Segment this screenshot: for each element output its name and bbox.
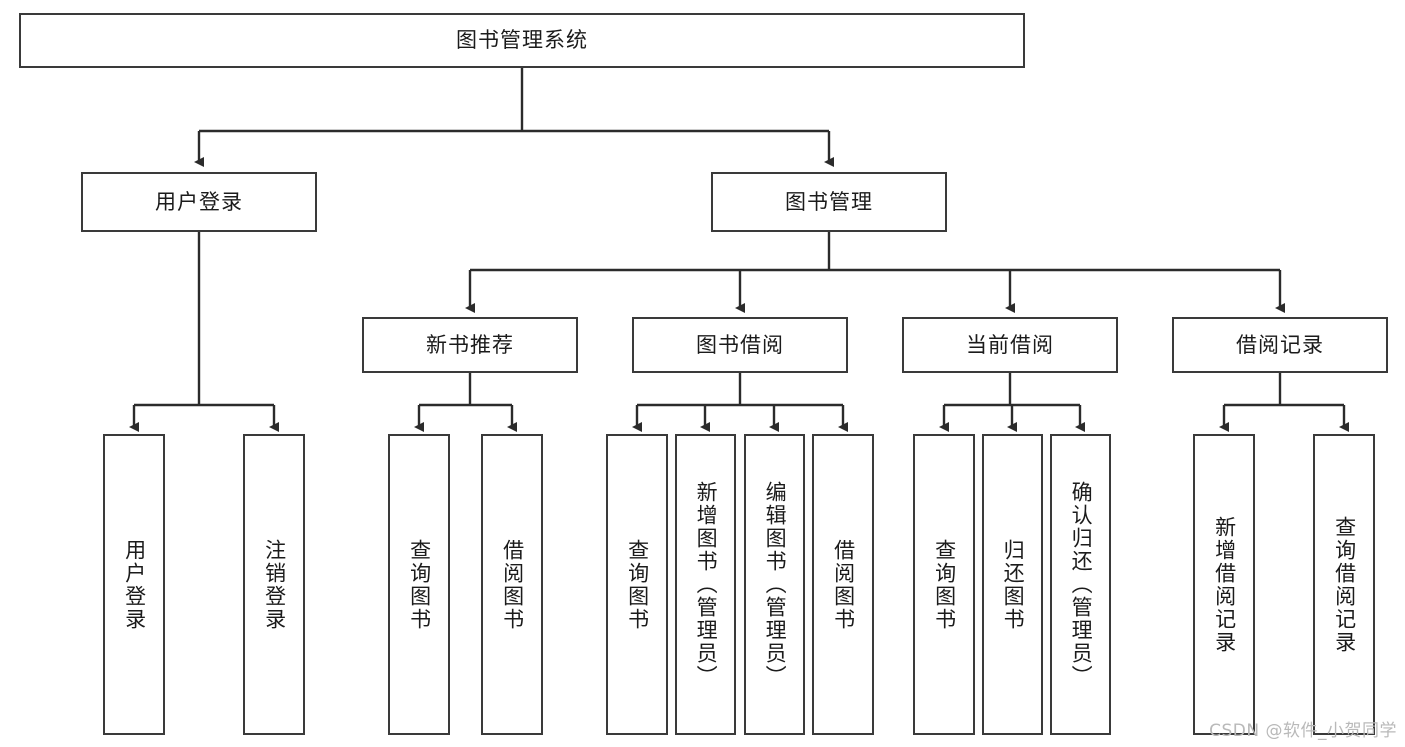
node-label: 查询图书	[407, 538, 432, 631]
node-label: 确认归还（管理员）	[1069, 481, 1094, 688]
node-user-login[interactable]: 用户登录	[81, 172, 317, 232]
leaf-current-confirm-return[interactable]: 确认归还（管理员）	[1050, 434, 1111, 735]
node-label: 借阅图书	[831, 538, 856, 631]
node-label: 用户登录	[122, 538, 147, 631]
leaf-current-return-book[interactable]: 归还图书	[982, 434, 1043, 735]
leaf-user-login-logout[interactable]: 注销登录	[243, 434, 305, 735]
node-label: 查询图书	[932, 538, 957, 631]
node-label: 借阅图书	[500, 538, 525, 631]
csdn-watermark: CSDN @软件_小贺同学	[1209, 721, 1397, 741]
node-label: 编辑图书（管理员）	[763, 481, 788, 688]
node-label: 新增图书（管理员）	[694, 481, 719, 688]
node-label: 图书管理	[785, 189, 873, 214]
leaf-user-login-login[interactable]: 用户登录	[103, 434, 165, 735]
node-label: 查询图书	[625, 538, 650, 631]
leaf-borrow-query-book[interactable]: 查询图书	[606, 434, 668, 735]
node-label: 用户登录	[155, 189, 243, 214]
leaf-current-query-book[interactable]: 查询图书	[913, 434, 975, 735]
node-label: 图书管理系统	[456, 28, 588, 53]
node-new-book-recommend[interactable]: 新书推荐	[362, 317, 578, 373]
leaf-borrow-add-book[interactable]: 新增图书（管理员）	[675, 434, 736, 735]
leaf-borrow-borrow-book[interactable]: 借阅图书	[812, 434, 874, 735]
node-label: 注销登录	[262, 538, 287, 631]
node-label: 借阅记录	[1236, 332, 1324, 357]
leaf-record-add-record[interactable]: 新增借阅记录	[1193, 434, 1255, 735]
node-label: 当前借阅	[966, 332, 1054, 357]
node-root-system[interactable]: 图书管理系统	[19, 13, 1025, 68]
node-borrow-record[interactable]: 借阅记录	[1172, 317, 1388, 373]
node-label: 新增借阅记录	[1212, 515, 1237, 654]
node-label: 查询借阅记录	[1332, 515, 1357, 654]
node-book-borrow[interactable]: 图书借阅	[632, 317, 848, 373]
leaf-record-query-record[interactable]: 查询借阅记录	[1313, 434, 1375, 735]
leaf-borrow-edit-book[interactable]: 编辑图书（管理员）	[744, 434, 805, 735]
leaf-recommend-borrow-book[interactable]: 借阅图书	[481, 434, 543, 735]
node-current-borrow[interactable]: 当前借阅	[902, 317, 1118, 373]
leaf-recommend-query-book[interactable]: 查询图书	[388, 434, 450, 735]
node-label: 归还图书	[1001, 538, 1026, 631]
node-label: 图书借阅	[696, 332, 784, 357]
node-label: 新书推荐	[426, 332, 514, 357]
node-book-management[interactable]: 图书管理	[711, 172, 947, 232]
